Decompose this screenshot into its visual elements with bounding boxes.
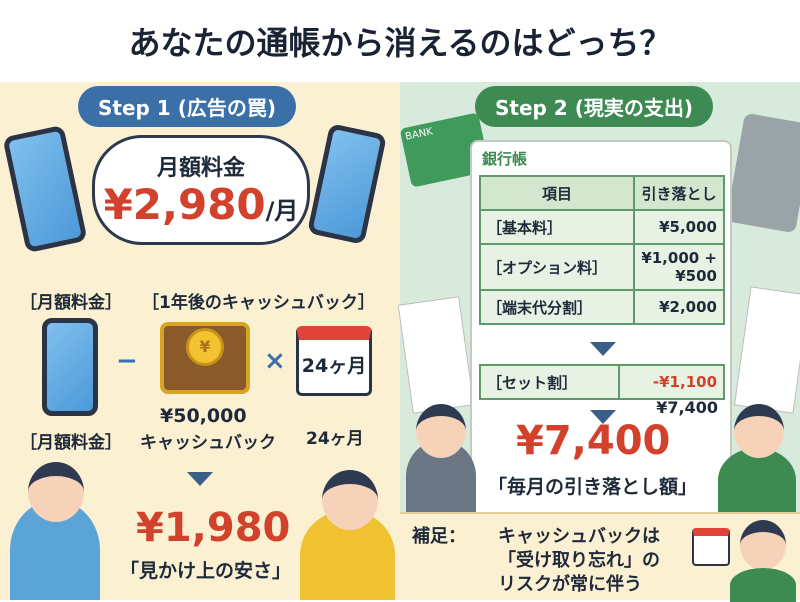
price-bubble: 月額料金 ¥2,980/月 (92, 135, 310, 245)
calendar-icon: 24ヶ月 (296, 326, 372, 396)
note-line: キャッシュバックは (498, 526, 660, 547)
monthly-fee-label: ［月額料金］ (20, 293, 122, 313)
step2-badge: Step 2 (現実の支出) (475, 86, 713, 127)
man-face (734, 404, 784, 458)
table-row: ［端末代分割］¥2,000 (479, 289, 725, 325)
note-line: リスクが常に伴う (498, 574, 642, 595)
table-row: ［セット割］-¥1,100 (478, 364, 725, 400)
actual-caption: 「毎月の引き落とし額」 (482, 470, 704, 501)
note-label: 補足： (412, 526, 466, 547)
woman-face (322, 470, 378, 530)
woman-face (28, 462, 84, 522)
cashback-text: キャッシュバック (140, 433, 276, 453)
discount-table: ［セット割］-¥1,100 (478, 364, 725, 400)
apparent-caption: 「見かけ上の安さ」 (120, 560, 292, 582)
times-sign: × (264, 346, 286, 376)
actual-price: ¥7,400 (516, 418, 671, 464)
man-face (416, 404, 466, 458)
bank-ledger: 銀行帳 項目引き落とし ［基本料］¥5,000 ［オプション料］¥1,000 +… (470, 140, 732, 530)
yen-coin-icon: ¥ (186, 328, 224, 366)
advertised-price: ¥2,980 (103, 180, 266, 229)
note-line: 「受け取り忘れ」の (498, 550, 660, 571)
man-illustration (718, 448, 796, 512)
ledger-table: 項目引き落とし ［基本料］¥5,000 ［オプション料］¥1,000 +¥500… (479, 175, 725, 325)
monthly-fee-label: ［月額料金］ (20, 433, 122, 453)
apparent-price: ¥1,980 (136, 505, 291, 551)
table-header: 項目引き落とし (479, 175, 725, 211)
step1-badge: Step 1 (広告の罠) (78, 86, 296, 127)
table-row: ［オプション料］¥1,000 +¥500 (479, 243, 725, 291)
arrow-down-icon (187, 472, 213, 486)
arrow-down-icon (590, 410, 616, 424)
price-unit: /月 (265, 197, 299, 225)
cashback-label: ［1年後のキャッシュバック］ (142, 293, 375, 313)
man-body (730, 568, 796, 602)
cashback-amount: ¥50,000 (160, 405, 247, 427)
ledger-title: 銀行帳 (482, 150, 528, 168)
treasure-chest-icon (160, 322, 250, 394)
ledger-subtotal: ¥7,400 (656, 398, 718, 417)
page-title: あなたの通帳から消えるのはどっち？ (128, 24, 672, 62)
table-row: ［基本料］¥5,000 (479, 209, 725, 245)
months-label: 24ヶ月 (306, 429, 364, 449)
calendar-icon (692, 528, 730, 566)
smartphone-icon (42, 318, 98, 416)
arrow-down-icon (590, 342, 616, 356)
note-box: 補足： キャッシュバックは 「受け取り忘れ」の リスクが常に伴う (400, 512, 800, 602)
bubble-label: 月額料金 (156, 156, 245, 181)
worried-man-illustration (740, 520, 786, 570)
minus-sign: − (116, 346, 138, 376)
